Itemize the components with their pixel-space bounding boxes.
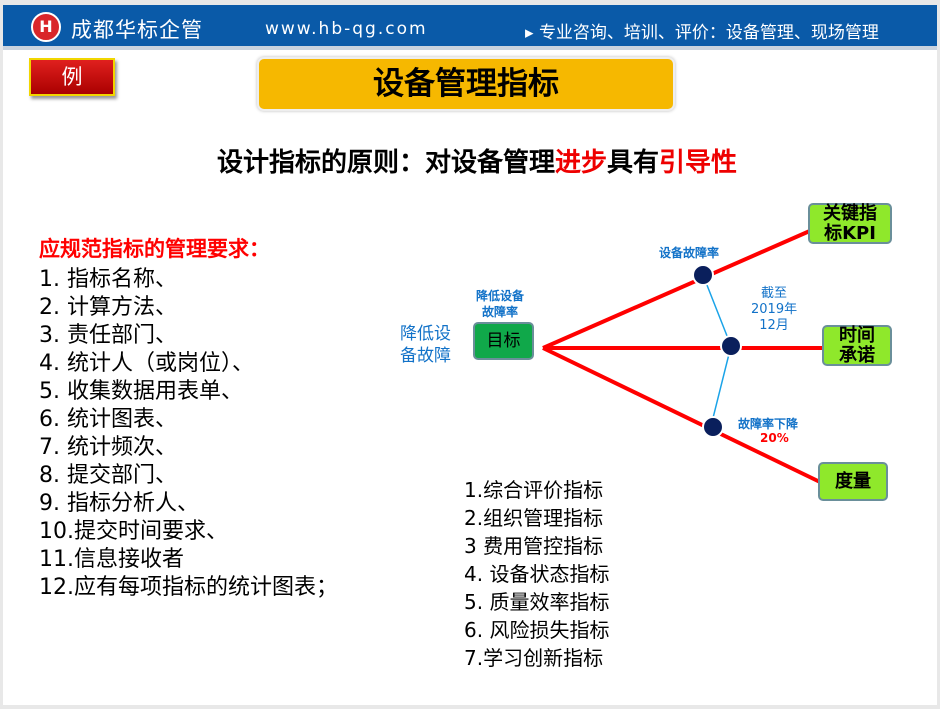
page-title: 设备管理指标 — [257, 57, 675, 111]
logo-icon: H — [31, 12, 61, 42]
node-dot — [692, 264, 714, 286]
list-item: 1. 指标名称、 — [39, 267, 177, 292]
subtitle-part: 具有 — [607, 148, 660, 178]
top-branch-label: 设备故障率 — [659, 246, 720, 260]
measure-box: 度量 — [818, 462, 888, 501]
kpi-box: 关键指 标KPI — [808, 203, 892, 244]
left-label: 降低设 备故障 — [400, 324, 451, 366]
list-item: 6. 统计图表、 — [39, 407, 177, 432]
list-item: 9. 指标分析人、 — [39, 491, 199, 516]
requirements-list: 1. 指标名称、 2. 计算方法、 3. 责任部门、 4. 统计人（或岗位）、 5. 收… — [39, 266, 338, 602]
brand-name: 成都华标企管 — [71, 18, 203, 42]
bottom-branch-value: 20% — [760, 431, 789, 445]
list-item: 12.应有每项指标的统计图表； — [39, 575, 338, 600]
list-item: 7.学习创新指标 — [464, 646, 604, 670]
time-commitment-box: 时间 承诺 — [822, 325, 892, 366]
list-item: 2. 计算方法、 — [39, 295, 177, 320]
tagline-text: 专业咨询、培训、评价：设备管理、现场管理 — [538, 23, 879, 43]
list-item: 3 费用管控指标 — [464, 534, 604, 558]
list-item: 5. 质量效率指标 — [464, 590, 610, 614]
requirements-heading: 应规范指标的管理要求： — [39, 237, 270, 261]
list-item: 3. 责任部门、 — [39, 323, 177, 348]
list-item: 6. 风险损失指标 — [464, 618, 610, 642]
categories-list: 1.综合评价指标 2.组织管理指标 3 费用管控指标 4. 设备状态指标 5. 质量效率… — [464, 476, 609, 672]
list-item: 8. 提交部门、 — [39, 463, 177, 488]
subtitle-highlight: 进步 — [554, 148, 607, 178]
list-item: 2.组织管理指标 — [464, 506, 604, 530]
branch-line-bottom — [542, 346, 821, 484]
subtitle: 设计指标的原则：对设备管理进步具有引导性 — [0, 142, 934, 179]
goal-box: 目标 — [473, 322, 534, 360]
list-item: 11.信息接收者 — [39, 547, 184, 572]
list-item: 5. 收集数据用表单、 — [39, 379, 243, 404]
subtitle-part: 设计指标的原则：对设备管理 — [216, 148, 555, 178]
list-item: 4. 设备状态指标 — [464, 562, 610, 586]
subtitle-highlight: 引导性 — [659, 148, 738, 178]
node-dot — [702, 416, 724, 438]
list-item: 1.综合评价指标 — [464, 478, 604, 502]
middle-branch-label: 截至 2019年 12月 — [751, 286, 798, 333]
list-item: 10.提交时间要求、 — [39, 519, 228, 544]
branch-line-top — [542, 228, 813, 350]
example-badge: 例 — [29, 58, 115, 96]
list-item: 4. 统计人（或岗位）、 — [39, 351, 254, 376]
goal-caption: 降低设备 故障率 — [476, 289, 525, 319]
slide: H 成都华标企管 www.hb-qg.com ▸ 专业咨询、培训、评价：设备管理… — [3, 5, 937, 705]
tagline: ▸ 专业咨询、培训、评价：设备管理、现场管理 — [525, 23, 879, 43]
list-item: 7. 统计频次、 — [39, 435, 177, 460]
bottom-branch-label: 故障率下降 — [738, 417, 799, 431]
header-bar: H 成都华标企管 www.hb-qg.com ▸ 专业咨询、培训、评价：设备管理… — [3, 5, 937, 50]
node-dot — [720, 335, 742, 357]
website-url: www.hb-qg.com — [265, 19, 428, 39]
